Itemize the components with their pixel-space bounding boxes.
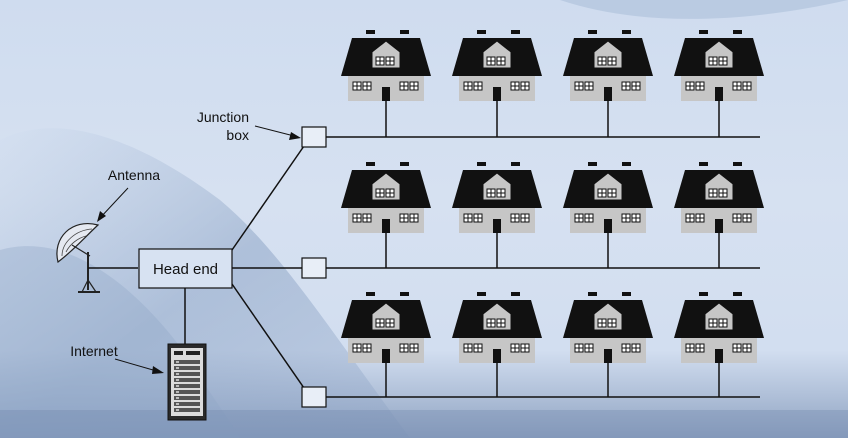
server-slot [174,372,200,376]
junction-box-3 [301,386,327,408]
internet-arrow [114,358,161,373]
antenna-label: Antenna [108,167,160,183]
feeder-line-bottom [231,283,305,389]
house-r1-c2 [452,30,542,101]
server-slot [174,366,200,370]
junction-box-2 [301,257,327,279]
server-slot [174,402,200,406]
house-r3-c3 [563,292,653,363]
house-r1-c4 [674,30,764,101]
server-slot [174,360,200,364]
junction-box-label-line2: box [226,127,249,143]
house-r3-c4 [674,292,764,363]
houses [341,30,764,363]
internet-arrowhead [152,366,164,374]
house-r2-c2 [452,162,542,233]
antenna-arrowhead [97,211,106,222]
internet-label: Internet [70,343,118,359]
house-r2-c3 [563,162,653,233]
cable-lines [231,101,760,398]
server-slot [174,396,200,400]
head-end-label: Head end [153,261,218,278]
antenna-arrow [99,187,129,219]
house-r1-c1 [341,30,431,101]
server-slot [174,378,200,382]
server-icon [167,343,207,421]
feeder-line-top [231,145,305,251]
house-r1-c3 [563,30,653,101]
junction-box-1 [301,126,327,148]
server-slot [174,390,200,394]
house-r2-c1 [341,162,431,233]
house-r3-c2 [452,292,542,363]
house-r2-c4 [674,162,764,233]
junction-box-label-line1: Junction [197,109,249,125]
house-r3-c1 [341,292,431,363]
junction-box-arrowhead [289,132,301,140]
server-slot [174,408,200,412]
antenna-icon [56,223,138,293]
server-slot [174,384,200,388]
head-end-box [138,248,233,289]
